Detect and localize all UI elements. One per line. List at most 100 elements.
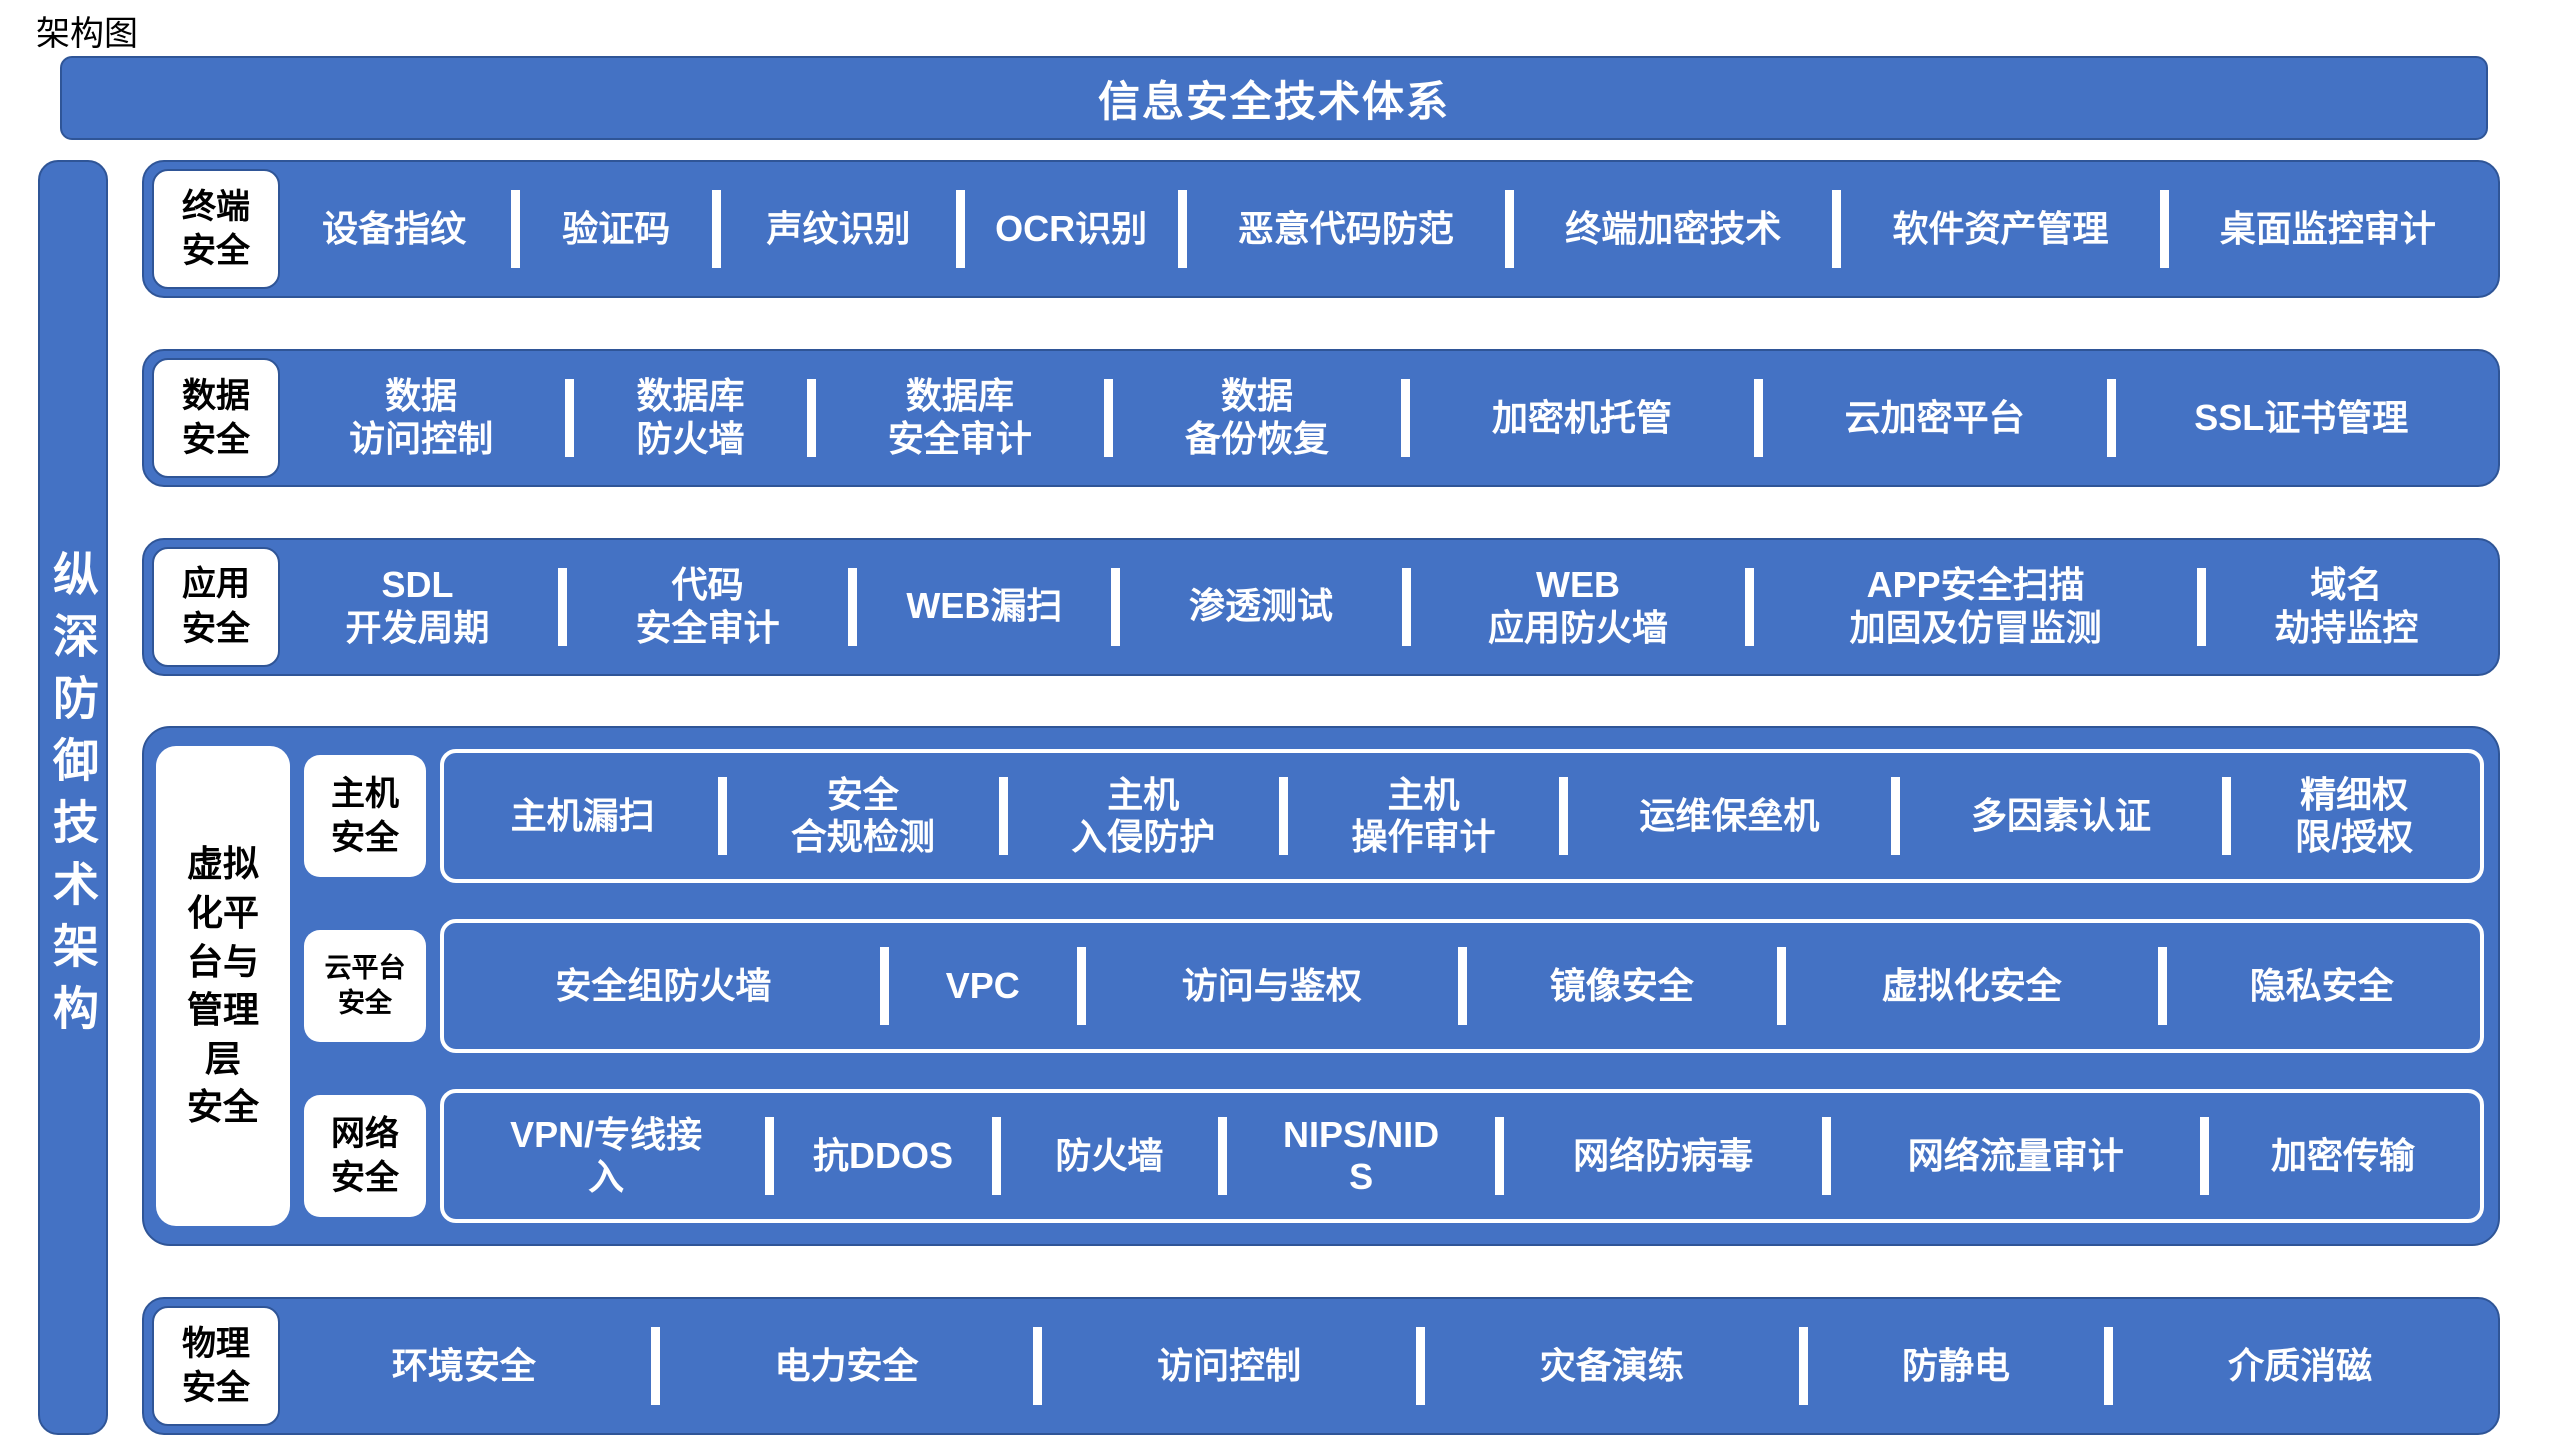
item-separator [1218,1117,1228,1196]
application-security-row-item-1: SDL 开发周期 [345,564,490,648]
item-separator [765,1117,775,1196]
application-security-row-item-2: 代码 安全审计 [635,564,780,648]
network-security-subrow-item-6: 网络流量审计 [1907,1135,2124,1177]
host-security-subrow-item-3: 主机 入侵防护 [1071,773,1216,858]
terminal-security-row-item-2: 验证码 [562,207,671,249]
item-separator [2104,1327,2114,1405]
data-security-row-item-1: 数据 访问控制 [349,375,494,459]
data-security-row-item-7: SSL证书管理 [2194,396,2409,438]
network-security-subrow-item-3: 防火墙 [1055,1135,1164,1177]
item-separator [2157,947,2167,1026]
banner-title: 信息安全技术体系 [1097,77,1450,125]
item-separator [848,567,858,646]
physical-security-row: 物理 安全环境安全电力安全访问控制灾备演练防静电介质消磁 [142,1297,2500,1435]
terminal-security-row-item-6: 终端加密技术 [1565,207,1782,249]
cloud-platform-security-subrow-item-5: 虚拟化安全 [1881,965,2062,1007]
network-security-subrow-item-1: VPN/专线接 入 [510,1113,703,1198]
cloud-platform-security-subrow-label: 云平台 安全 [304,930,426,1043]
item-separator [2106,378,2116,457]
item-separator [2222,777,2232,856]
sidebar: 纵深防御技术架构 [38,160,108,1435]
data-security-row-item-6: 云加密平台 [1844,396,2025,438]
terminal-security-row-label: 终端 安全 [152,169,280,289]
item-separator [1103,378,1113,457]
item-separator [712,190,722,268]
network-security-subrow-item-4: NIPS/NID S [1283,1113,1440,1198]
network-security-subrow-item-5: 网络防病毒 [1573,1135,1754,1177]
application-security-row-items: SDL 开发周期 代码 安全审计 WEB漏扫 渗透测试 WEB 应用防火墙 APP安全扫描… [280,564,2484,649]
item-separator [718,777,728,856]
physical-security-row-item-4: 灾备演练 [1539,1344,1684,1386]
item-separator [1111,567,1121,646]
banner: 信息安全技术体系 [60,56,2488,140]
cloud-platform-security-subrow-item-2: VPC [945,965,1020,1007]
terminal-security-row-item-1: 设备指纹 [322,207,467,249]
item-separator [1798,1327,1808,1405]
virtualization-platform-group: 虚拟 化平 台与 管理 层 安全主机 安全主机漏扫安全 合规检测主机 入侵防护主… [142,726,2500,1247]
application-security-row: 应用 安全 SDL 开发周期 代码 安全审计 WEB漏扫 渗透测试 WEB 应用防火墙 AP… [142,537,2500,676]
host-security-subrow-item-5: 运维保垒机 [1639,795,1820,837]
item-separator [1505,190,1515,268]
data-security-row-item-4: 数据 备份恢复 [1185,375,1330,459]
item-separator [1776,947,1786,1026]
host-security-subrow-item-4: 主机 操作审计 [1351,773,1496,858]
application-security-row-item-7: 域名 劫持监控 [2274,564,2419,648]
item-separator [1890,777,1900,856]
terminal-security-row-item-7: 软件资产管理 [1892,207,2109,249]
virtualization-platform-group-subrows: 主机 安全 主机漏扫 安全 合规检测 主机 入侵防护 主机 操作审计 运维保垒机 多因素认证… [304,742,2484,1230]
item-separator [1753,378,1763,457]
cloud-platform-security-subrow-item-3: 访问与鉴权 [1181,965,1362,1007]
cloud-platform-security-subrow-item-1: 安全组防火墙 [555,965,772,1007]
item-separator [1415,1327,1425,1405]
item-separator [1559,777,1569,856]
network-security-subrow-item-2: 抗DDOS [813,1135,954,1177]
item-separator [2159,190,2169,268]
physical-security-row-item-3: 访问控制 [1157,1344,1302,1386]
data-security-row: 数据 安全数据 访问控制数据库 防火墙数据库 安全审计数据 备份恢复加密机托管云… [142,348,2500,487]
application-security-row-label: 应用 安全 [152,546,280,667]
sidebar-label: 纵深防御技术架构 [47,549,99,1046]
application-security-row-item-4: 渗透测试 [1188,585,1333,627]
network-security-subrow-label: 网络 安全 [304,1095,426,1218]
physical-security-row-items: 环境安全电力安全访问控制灾备演练防静电介质消磁 [280,1327,2484,1405]
item-separator [955,190,965,268]
page-title: 架构图 [36,16,138,53]
item-separator [2196,567,2206,646]
host-security-subrow-item-2: 安全 合规检测 [790,773,935,858]
application-security-row-item-6: APP安全扫描 加固及仿冒监测 [1849,564,2102,648]
item-separator [1076,947,1086,1026]
terminal-security-row-item-3: 声纹识别 [766,207,911,249]
item-separator [1401,567,1411,646]
item-separator [565,378,575,457]
item-separator [2200,1117,2210,1196]
item-separator [806,378,816,457]
physical-security-row-item-2: 电力安全 [774,1344,919,1386]
item-separator [1745,567,1755,646]
host-security-subrow-label: 主机 安全 [304,755,426,878]
item-separator [1457,947,1467,1026]
item-separator [879,947,889,1026]
terminal-security-row-item-5: 恶意代码防范 [1237,207,1454,249]
data-security-row-label: 数据 安全 [152,357,280,478]
host-security-subrow-items: 主机漏扫 安全 合规检测 主机 入侵防护 主机 操作审计 运维保垒机 多因素认证 精细权 限… [440,749,2484,884]
item-separator [1278,777,1288,856]
application-security-row-item-3: WEB漏扫 [906,585,1063,627]
physical-security-row-label: 物理 安全 [152,1306,280,1426]
host-security-subrow-item-1: 主机漏扫 [510,795,655,837]
application-security-row-item-5: WEB 应用防火墙 [1487,564,1668,648]
item-separator [558,567,568,646]
host-security-subrow-item-6: 多因素认证 [1971,795,2152,837]
host-security-subrow-item-7: 精细权 限/授权 [2295,773,2414,858]
item-separator [1033,1327,1043,1405]
physical-security-row-item-5: 防静电 [1901,1344,2010,1386]
host-security-subrow: 主机 安全 主机漏扫 安全 合规检测 主机 入侵防护 主机 操作审计 运维保垒机 多因素认证… [304,742,2484,890]
item-separator [1822,1117,1832,1196]
item-separator [650,1327,660,1405]
